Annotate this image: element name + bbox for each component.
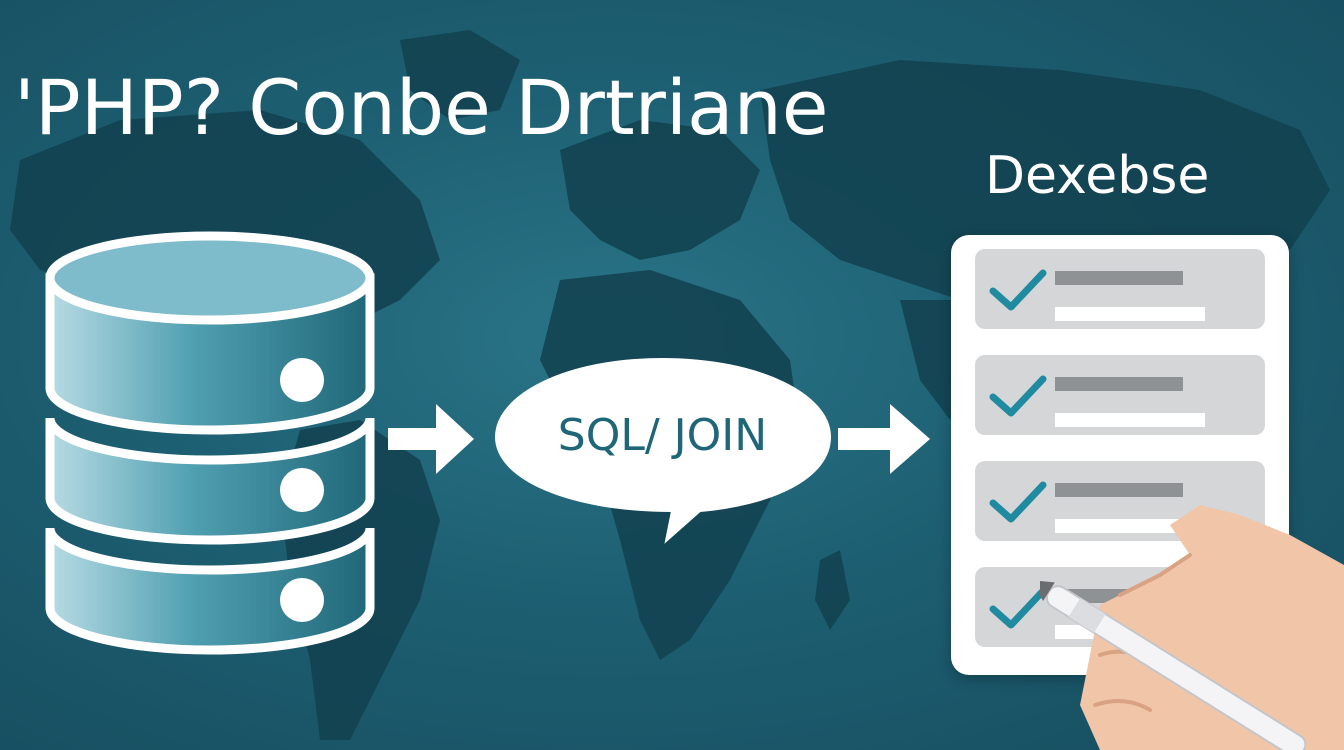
list-item-placeholder-line <box>1055 307 1205 321</box>
checkmark-icon <box>989 269 1047 311</box>
arrow-right-icon <box>838 404 930 474</box>
checkmark-icon <box>989 587 1047 629</box>
list-item-placeholder-line <box>1055 271 1183 285</box>
database-icon <box>45 231 375 655</box>
list-item-placeholder-line <box>1055 519 1205 533</box>
speech-bubble-icon <box>494 357 832 544</box>
arrow-right-icon <box>388 404 474 474</box>
bubble-text: SQL/ JOIN <box>557 410 768 461</box>
checkmark-icon <box>989 481 1047 523</box>
list-item-placeholder-line <box>1055 413 1205 427</box>
list-item-placeholder-line <box>1055 483 1183 497</box>
page-title: 'PHP? Conbe Drtriane <box>14 63 829 152</box>
list-item <box>975 249 1265 329</box>
checkmark-icon <box>989 375 1047 417</box>
database-label: Dexebse <box>985 146 1210 206</box>
list-item <box>975 355 1265 435</box>
list-item-placeholder-line <box>1055 377 1183 391</box>
hand-with-pen <box>1040 505 1344 750</box>
checklist-card <box>951 235 1289 675</box>
